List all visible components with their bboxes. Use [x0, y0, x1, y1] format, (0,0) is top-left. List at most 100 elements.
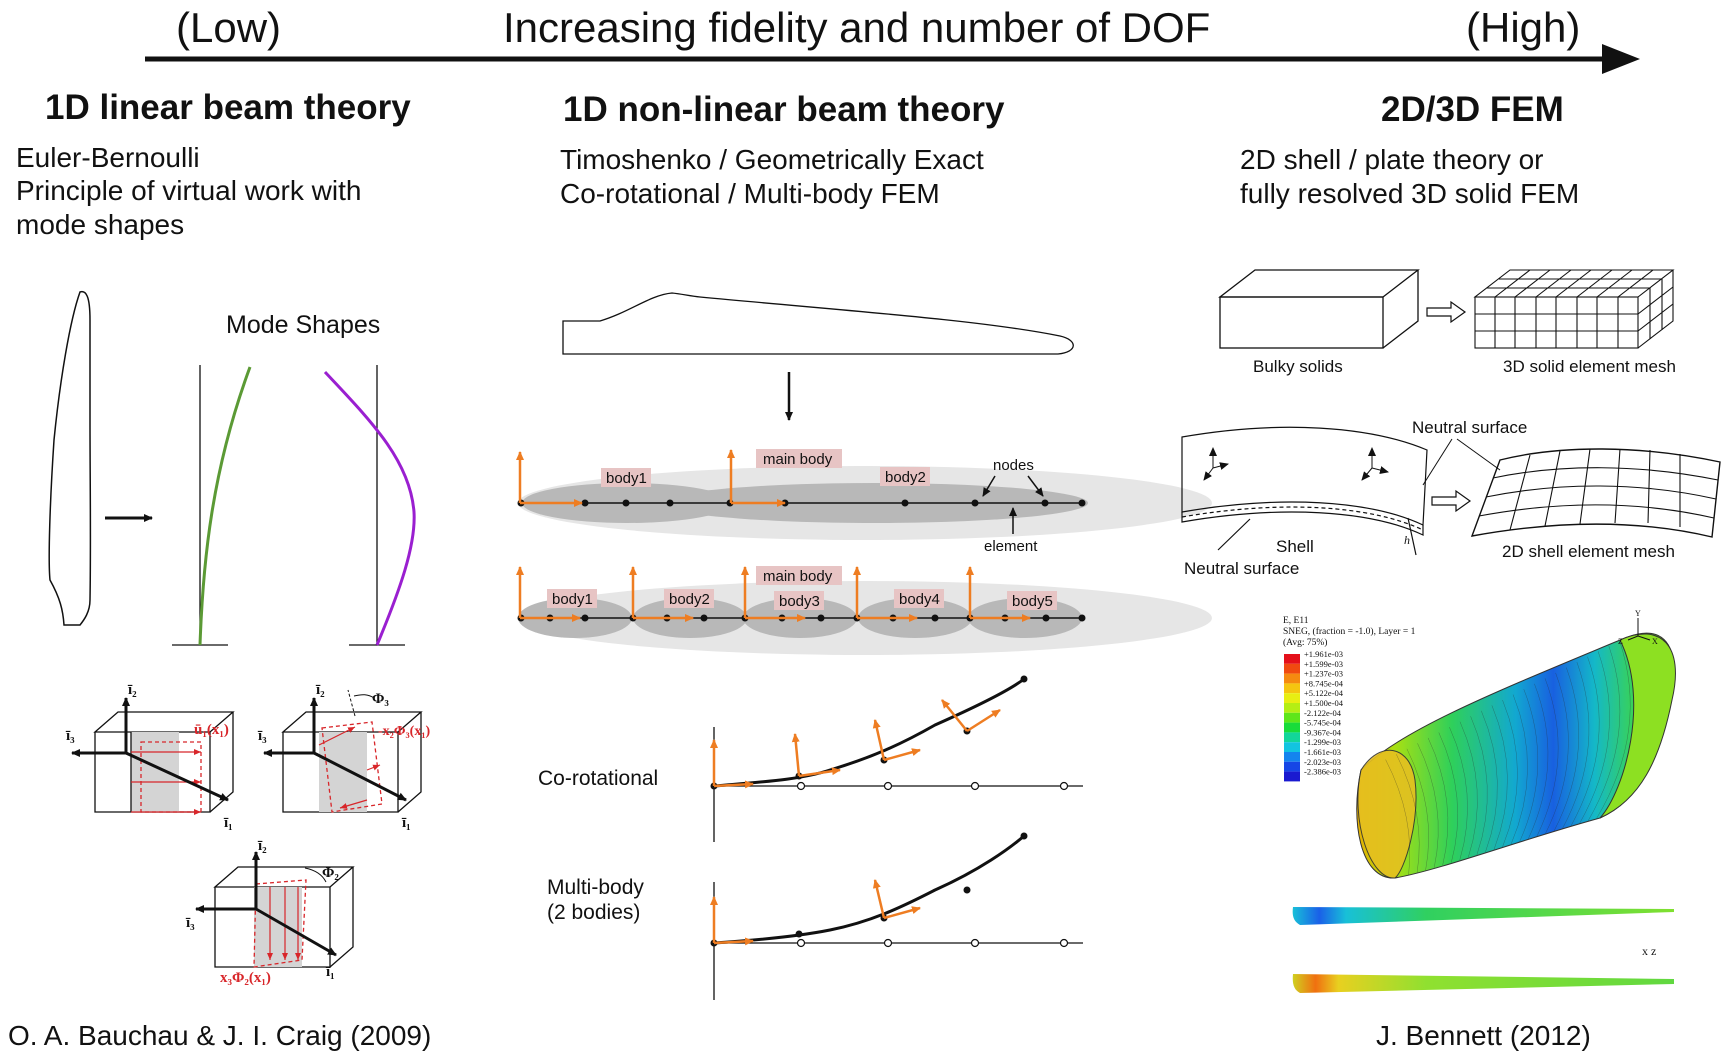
beam2-body5-label: body5: [1012, 593, 1053, 610]
legend-value: -9.367e-04: [1304, 727, 1342, 737]
cube2-side: [397, 712, 422, 813]
blade-strain-strip-2: [1292, 974, 1674, 993]
mb-deformed-beam: [713, 834, 1025, 945]
corot-undeformed-node: [1059, 781, 1069, 791]
cube2-rotated-section: [321, 721, 383, 813]
cube2-disp-arrow-2: [366, 764, 381, 771]
shell-body: [1181, 426, 1428, 556]
legend-value: +1.500e-04: [1304, 698, 1344, 708]
beam2-body3-tag: [774, 591, 824, 610]
mb-deformed-node: [963, 886, 971, 894]
shell-mesh-outline: [1470, 448, 1721, 538]
nodes-pointer-1: [982, 475, 996, 497]
beam-cube-1: [71, 697, 235, 815]
strip-axes-label: x z: [1642, 944, 1656, 958]
triad2-x: [1361, 467, 1373, 481]
cylinder-mesh-line: [1385, 759, 1411, 876]
cylinder-mesh-line: [1406, 748, 1429, 871]
cube3-x3phi2-label: x₃Φ₂(x₁): [220, 970, 271, 986]
neutral-surface-bottom-label: Neutral surface: [1184, 559, 1299, 578]
beam2-node: [931, 614, 939, 622]
cylinder-mesh-line: [1396, 754, 1420, 873]
mode-shape-1: [172, 365, 252, 646]
corot-frame3-right: [883, 748, 921, 762]
beam1-body1-tag: [601, 468, 651, 487]
corot-frames: [710, 699, 1001, 789]
fem-cylinder-model: [1356, 632, 1676, 879]
beam1-node: [1041, 499, 1049, 507]
mb-undeformed-node: [970, 938, 980, 948]
beam2-body4-label: body4: [899, 591, 940, 608]
shell-neutral-line: [1181, 506, 1424, 531]
col1-line-2: Principle of virtual work with: [16, 175, 361, 206]
fem-triad-x: X: [1652, 637, 1658, 646]
mode1-curve: [198, 366, 252, 646]
shell-mesh: [1470, 448, 1721, 538]
corot-frame1-right: [713, 780, 754, 789]
cube3-phi2-arc: [304, 867, 327, 883]
mb-undeformed-node: [1059, 938, 1069, 948]
mb-deformed-nodes: [710, 832, 1028, 947]
cylinder-mesh-line: [1596, 640, 1631, 819]
legend-swatch: [1284, 761, 1300, 772]
cube1-i1-label: ī₁: [223, 815, 233, 831]
solid-mesh-block: [1473, 269, 1675, 349]
beam-model-2: main body body1 body2 body3 body4 body5: [516, 566, 1212, 655]
cube3-i2-label: ī₂: [257, 838, 267, 854]
col2-line-1: Timoshenko / Geometrically Exact: [560, 144, 984, 175]
shell-to-mesh-arrow: [1431, 489, 1472, 513]
cube1-i2-label: ī₂: [127, 682, 137, 698]
legend-value: +8.745e-04: [1304, 678, 1344, 688]
corot-deformed-beam: [713, 677, 1025, 788]
fem-triad: [1627, 618, 1651, 641]
legend-swatch: [1284, 693, 1300, 703]
mb-frames: [710, 879, 921, 946]
mb-deformed-node: [1020, 832, 1028, 840]
solid-to-mesh-arrow: [1426, 300, 1467, 324]
corot-undeformed-node: [883, 781, 893, 791]
col1-credit: O. A. Bauchau & J. I. Craig (2009): [8, 1020, 431, 1051]
cylinder-mesh-line: [1427, 737, 1449, 866]
cylinder-mesh-line: [1481, 710, 1498, 853]
cube3-i3-label: ī₃: [185, 915, 195, 931]
cylinder-mesh-lines: [1385, 640, 1631, 876]
beam-cube-2: [263, 689, 423, 813]
beam1-node: [901, 499, 909, 507]
beam1-body2-tag: [880, 467, 930, 486]
legend-swatch: [1284, 663, 1300, 674]
beam1-frames: [516, 449, 786, 507]
col1-heading: 1D linear beam theory: [45, 88, 411, 127]
corot-frame2-right: [798, 767, 841, 778]
legend-swatch: [1284, 712, 1300, 723]
cube2-phi3-ref: [347, 689, 356, 717]
beam1-body1-label: body1: [606, 470, 647, 487]
cube2-phi3-label: Φ₃: [372, 691, 389, 707]
cube1-displaced-section: [140, 741, 202, 813]
beam1-node: [622, 499, 630, 507]
shell-outline: [1181, 426, 1428, 526]
mb-frame1-right: [713, 937, 754, 946]
corot-frame3-up: [872, 719, 886, 761]
cylinder-mesh-line: [1545, 672, 1569, 835]
beam1-main-body-tag: [756, 449, 842, 468]
shell-mesh-label: 2D shell element mesh: [1502, 542, 1675, 561]
shell-h-dim: [1407, 517, 1417, 556]
shell-pointer-bottom: [1217, 518, 1251, 551]
cylinder-mesh-line: [1536, 678, 1559, 837]
element-label: element: [984, 538, 1038, 555]
corot-undeformed-nodes: [796, 781, 1069, 791]
beam1-node: [1078, 499, 1086, 507]
legend-swatch: [1284, 654, 1300, 664]
legend-value: +1.599e-03: [1304, 659, 1343, 669]
cylinder-mesh-line: [1459, 721, 1478, 858]
legend-swatch: [1284, 673, 1300, 684]
col1-text: 1D linear beam theory Euler-Bernoulli Pr…: [16, 88, 411, 339]
corot-undeformed-node: [796, 781, 806, 791]
beam2-frames: [516, 566, 1031, 622]
legend-title-3: (Avg: 75%): [1283, 637, 1327, 648]
multibody-label-1: Multi-body: [547, 876, 644, 899]
shell-triad-2: [1361, 447, 1389, 481]
beam2-body1-label: body1: [552, 591, 593, 608]
corot-frame4-right: [966, 708, 1001, 733]
